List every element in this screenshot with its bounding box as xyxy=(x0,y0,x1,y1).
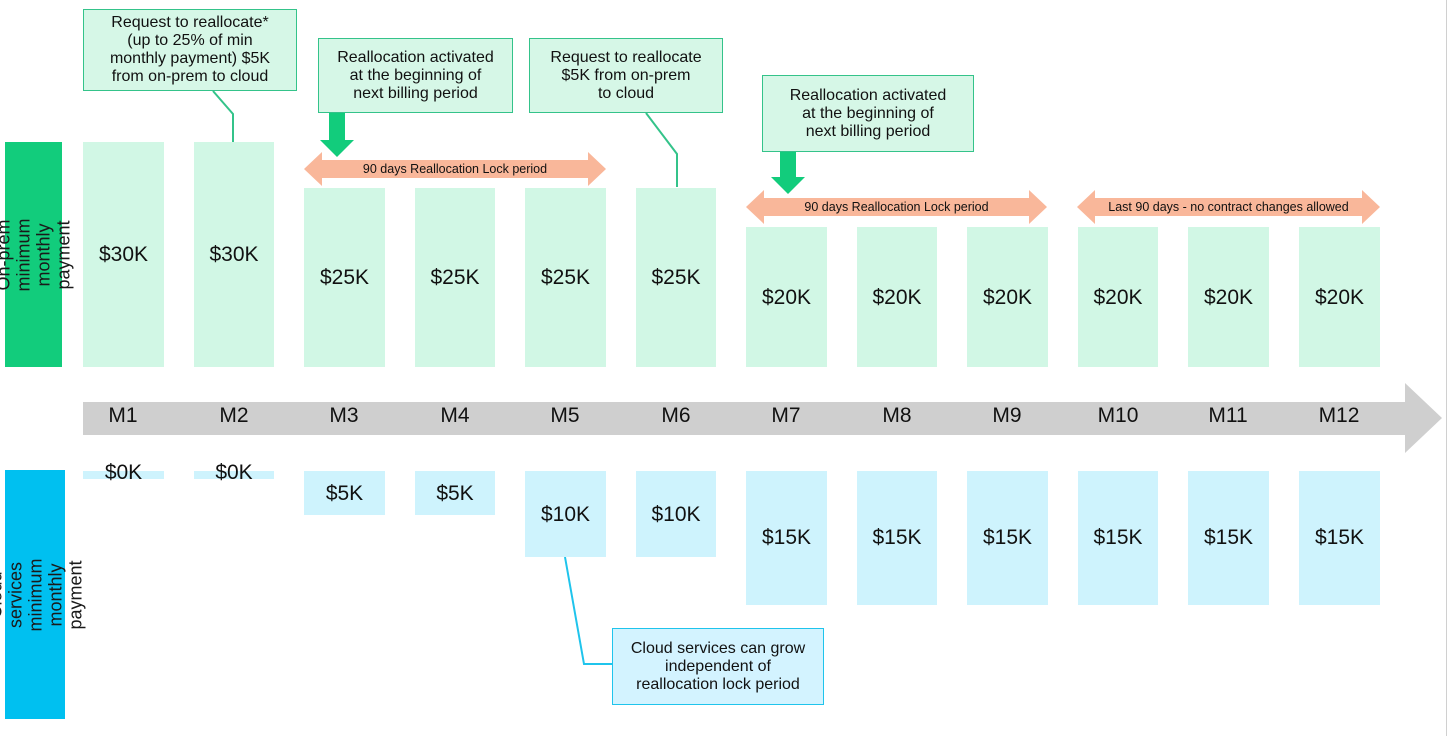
cloud-value: $5K xyxy=(325,482,364,505)
cloud-bar-m1: $0K xyxy=(83,461,164,484)
onprem-value: $20K xyxy=(872,286,922,309)
onprem-bar-m1: $30K xyxy=(83,142,164,367)
month-label-m3: M3 xyxy=(329,404,359,427)
cloud-side-band xyxy=(5,470,65,719)
month-label-m4: M4 xyxy=(440,404,470,427)
cloud-bar-m4: $5K xyxy=(415,471,495,515)
onprem-bar-m9: $20K xyxy=(967,227,1048,367)
cloud-bar-m9: $15K xyxy=(967,471,1048,605)
cloud-value: $15K xyxy=(872,526,922,549)
onprem-bar-m2: $30K xyxy=(194,142,274,367)
onprem-bar-m8: $20K xyxy=(857,227,937,367)
callout-request-reallocate-1: Request to reallocate* (up to 25% of min… xyxy=(83,9,297,91)
onprem-value: $20K xyxy=(761,286,812,309)
onprem-bar-m3: $25K xyxy=(304,188,385,367)
callout-reallocation-activated-1: Reallocation activated at the beginning … xyxy=(318,38,513,113)
activation-arrow-2 xyxy=(771,152,805,194)
cloud-bar-m8: $15K xyxy=(857,471,937,605)
onprem-side-band xyxy=(5,142,62,367)
cloud-bar-m6: $10K xyxy=(636,471,716,557)
callout-reallocation-activated-2: Reallocation activated at the beginning … xyxy=(762,75,974,152)
lock-arrow-last90 xyxy=(1077,190,1380,224)
cloud-bar-m12: $15K xyxy=(1299,471,1380,605)
month-label-m11: M11 xyxy=(1208,404,1248,427)
month-label-m12: M12 xyxy=(1318,404,1360,427)
connector-request1 xyxy=(212,90,234,143)
onprem-value: $20K xyxy=(1203,286,1254,309)
month-label-m5: M5 xyxy=(550,404,580,427)
month-label-m1: M1 xyxy=(108,404,138,427)
onprem-value: $20K xyxy=(1314,286,1365,309)
cloud-value: $10K xyxy=(540,503,591,526)
callout-request-reallocate-2: Request to reallocate $5K from on-prem t… xyxy=(529,38,723,113)
onprem-bar-m7: $20K xyxy=(746,227,827,367)
cloud-value: $0K xyxy=(215,461,253,484)
month-label-m6: M6 xyxy=(661,404,691,427)
cloud-value: $15K xyxy=(1203,526,1254,549)
month-label-m2: M2 xyxy=(219,404,249,427)
onprem-value: $20K xyxy=(1093,286,1143,309)
onprem-bar-m12: $20K xyxy=(1299,227,1380,367)
cloud-bar-m5: $10K xyxy=(525,471,606,557)
cloud-bar-m10: $15K xyxy=(1078,471,1158,605)
cloud-side-label-text: Cloud services minimum monthly payment xyxy=(0,557,86,632)
onprem-bar-m11: $20K xyxy=(1188,227,1269,367)
onprem-value: $30K xyxy=(98,243,149,266)
month-label-m10: M10 xyxy=(1097,404,1139,427)
onprem-bar-m6: $25K xyxy=(636,188,716,367)
cloud-bar-m2: $0K xyxy=(194,461,274,484)
lock-period-label-1: 90 days Reallocation Lock period xyxy=(362,162,548,176)
cloud-value: $15K xyxy=(1314,526,1365,549)
lock-period-label-2: 90 days Reallocation Lock period xyxy=(804,200,989,214)
connector-request2 xyxy=(645,112,678,187)
cloud-bar-m7: $15K xyxy=(746,471,827,605)
last-90-days-label: Last 90 days - no contract changes allow… xyxy=(1108,200,1349,214)
cloud-value: $0K xyxy=(104,461,143,484)
cloud-side-label: Cloud services minimum monthly payment xyxy=(0,470,85,719)
cloud-bar-m3: $5K xyxy=(304,471,385,515)
timeline-arrow xyxy=(83,383,1442,453)
onprem-bar-m5: $25K xyxy=(525,188,606,367)
cloud-value: $15K xyxy=(982,526,1033,549)
cloud-value: $15K xyxy=(1093,526,1143,549)
month-label-m8: M8 xyxy=(882,404,912,427)
activation-arrow-1 xyxy=(320,113,354,157)
onprem-bar-m10: $20K xyxy=(1078,227,1158,367)
callout-cloud-can-grow: Cloud services can grow independent of r… xyxy=(612,628,824,705)
lock-arrow-2 xyxy=(746,190,1047,224)
month-label-m9: M9 xyxy=(992,404,1022,427)
connector-cloud-grow xyxy=(564,556,612,665)
onprem-value: $25K xyxy=(319,266,370,289)
cloud-value: $5K xyxy=(436,482,474,505)
cloud-bar-m11: $15K xyxy=(1188,471,1269,605)
onprem-value: $25K xyxy=(430,266,480,289)
onprem-value: $20K xyxy=(982,286,1033,309)
month-label-m7: M7 xyxy=(771,404,801,427)
onprem-value: $25K xyxy=(651,266,701,289)
onprem-side-label-text: On-prem minimum monthly payment xyxy=(0,217,74,291)
onprem-value: $25K xyxy=(540,266,591,289)
onprem-value: $30K xyxy=(209,243,259,266)
onprem-bar-m4: $25K xyxy=(415,188,495,367)
onprem-side-label: On-prem minimum monthly payment xyxy=(0,142,74,367)
cloud-value: $10K xyxy=(651,503,701,526)
lock-arrow-1 xyxy=(304,152,606,186)
cloud-value: $15K xyxy=(761,526,812,549)
